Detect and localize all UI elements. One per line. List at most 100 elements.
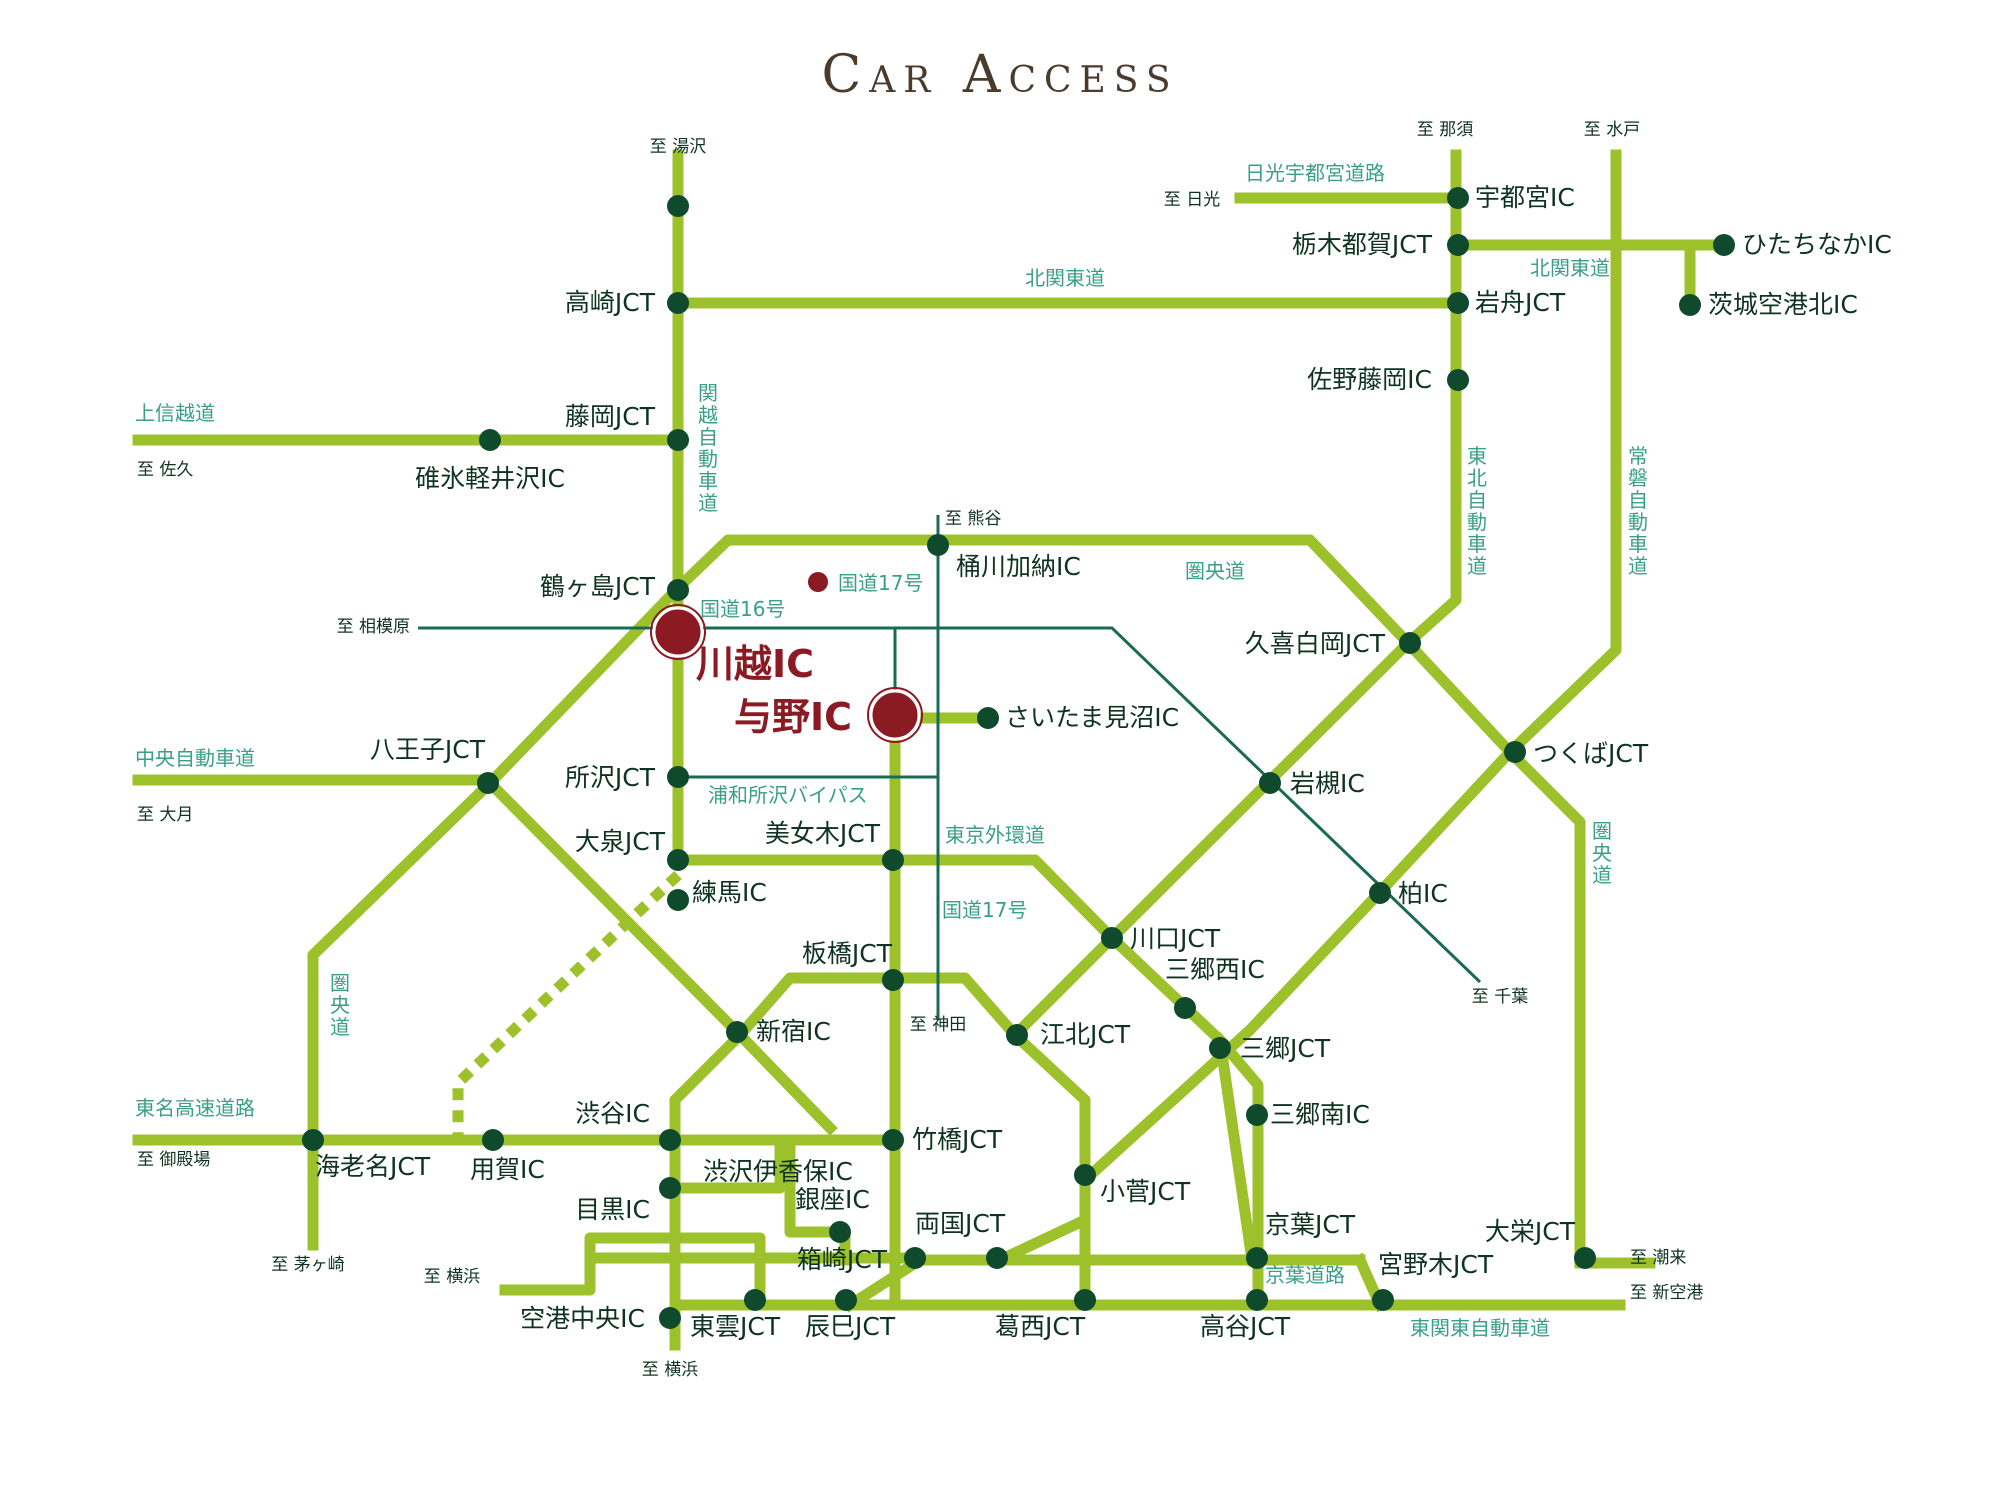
label-shibusawa: 渋沢伊香保IC <box>703 1157 853 1186</box>
node-kuko-chuo[interactable] <box>659 1307 681 1329</box>
road-label-tomei: 東名高速道路 <box>135 1096 255 1120</box>
node-bijogi[interactable] <box>882 849 904 871</box>
node-itabashi[interactable] <box>882 969 904 991</box>
road-c2-loop <box>732 972 1091 1306</box>
node-okegawa[interactable] <box>927 534 949 556</box>
dest-chiba: 至 千葉 <box>1472 987 1528 1007</box>
road-label-kitakanto-w: 北関東道 <box>1025 266 1105 290</box>
route16-line <box>418 626 1482 984</box>
road-tatsumi <box>842 1174 1091 1313</box>
node-iwatsuki[interactable] <box>1259 772 1281 794</box>
node-kasai[interactable] <box>1074 1289 1096 1311</box>
node-meguro[interactable] <box>659 1177 681 1199</box>
node-hitachinaka[interactable] <box>1713 234 1735 256</box>
node-tatsumi[interactable] <box>835 1289 857 1311</box>
node-keiyo[interactable] <box>1246 1247 1268 1269</box>
label-tokorozawa: 所沢JCT <box>565 763 656 792</box>
label-tsukuba: つくばJCT <box>1533 739 1649 768</box>
road-label-kitakanto-e: 北関東道 <box>1530 256 1610 280</box>
node-kawaguchi[interactable] <box>1101 927 1123 949</box>
label-kohoku: 江北JCT <box>1040 1020 1131 1049</box>
label-usui: 碓氷軽井沢IC <box>415 464 565 493</box>
label-kuko-chuo: 空港中央IC <box>520 1304 645 1333</box>
node-hachioji[interactable] <box>477 772 499 794</box>
highlight-kawagoe-label: 川越IC <box>696 642 814 686</box>
node-saitama-minuma[interactable] <box>977 707 999 729</box>
node-tsurugashima[interactable] <box>667 579 689 601</box>
destination-labels: 至 湯沢 至 那須 至 水戸 至 日光 至 佐久 至 熊谷 至 相模原 至 大月… <box>137 120 1703 1380</box>
node-utsunomiya[interactable] <box>1447 187 1469 209</box>
label-misato-nishi: 三郷西IC <box>1165 955 1265 984</box>
road-label-kenodo-e: 圏央道 <box>1592 819 1612 887</box>
node-kuki-shiraoka[interactable] <box>1399 632 1421 654</box>
node-fujioka[interactable] <box>667 429 689 451</box>
highlight-yono-marker[interactable] <box>869 689 921 741</box>
label-okegawa: 桶川加納IC <box>956 552 1081 581</box>
nodes <box>302 187 1735 1329</box>
page-title: Car Access <box>821 45 1178 105</box>
node-sano-fujioka[interactable] <box>1447 369 1469 391</box>
road-labels: 北関東道 北関東道 上信越道 中央自動車道 東名高速道路 日光宇都宮道路 圏央道… <box>135 161 1610 1340</box>
node-ginza-hakozaki[interactable] <box>829 1221 851 1243</box>
node-shinjuku[interactable] <box>726 1021 748 1043</box>
road-label-joshinetsu: 上信越道 <box>135 401 215 425</box>
node-ibaraki-airport[interactable] <box>1679 294 1701 316</box>
node-kohoku[interactable] <box>1006 1024 1028 1046</box>
label-meguro: 目黒IC <box>575 1195 650 1224</box>
node-ebina[interactable] <box>302 1129 324 1151</box>
node-misato-minami[interactable] <box>1246 1104 1268 1126</box>
node-kosuge[interactable] <box>1074 1164 1096 1186</box>
label-kosuge: 小菅JCT <box>1100 1177 1191 1206</box>
road-inner-1 <box>669 1134 786 1194</box>
dest-yokohama-w: 至 横浜 <box>424 1267 480 1287</box>
node-kashiwa[interactable] <box>1369 882 1391 904</box>
node-tochigi-tsuga[interactable] <box>1447 234 1469 256</box>
road-label-higashikanto: 東関東自動車道 <box>1410 1316 1550 1340</box>
label-hachioji: 八王子JCT <box>370 735 486 764</box>
label-tochigi-tsuga: 栃木都賀JCT <box>1292 230 1433 259</box>
label-iwafune: 岩舟JCT <box>1475 288 1566 317</box>
dest-gotemba: 至 御殿場 <box>137 1150 210 1170</box>
road-label-joban: 常磐自動車道 <box>1628 444 1648 578</box>
node-iwafune[interactable] <box>1447 292 1469 314</box>
road-misato <box>1212 1032 1264 1311</box>
node-nerima[interactable] <box>667 889 689 911</box>
dest-yokohama-s: 至 横浜 <box>642 1360 698 1380</box>
node-takebashi[interactable] <box>882 1129 904 1151</box>
node-tokorozawa[interactable] <box>667 766 689 788</box>
node-misato-nishi[interactable] <box>1174 997 1196 1019</box>
node-ryogoku-e[interactable] <box>986 1247 1008 1269</box>
label-bijogi: 美女木JCT <box>765 819 881 848</box>
node-oei[interactable] <box>1574 1247 1596 1269</box>
node-yuzawa[interactable] <box>667 195 689 217</box>
node-yoga[interactable] <box>482 1129 504 1151</box>
label-takasaki: 高崎JCT <box>565 288 656 317</box>
label-ryogoku: 両国JCT <box>915 1209 1006 1238</box>
label-keiyo: 京葉JCT <box>1265 1210 1356 1239</box>
node-tsukuba[interactable] <box>1504 741 1526 763</box>
road-label-r17-legend: 国道17号 <box>838 571 923 595</box>
label-kuki-shiraoka: 久喜白岡JCT <box>1245 629 1386 658</box>
node-misato[interactable] <box>1209 1037 1231 1059</box>
node-usui[interactable] <box>479 429 501 451</box>
label-misato-minami: 三郷南IC <box>1270 1100 1370 1129</box>
road-tohoku <box>1400 149 1462 651</box>
node-r17-legend <box>808 572 828 592</box>
label-shinonome: 東雲JCT <box>690 1312 781 1341</box>
node-ryogoku-w[interactable] <box>904 1247 926 1269</box>
node-oizumi[interactable] <box>667 849 689 871</box>
highlight-kawagoe-marker[interactable] <box>652 606 704 658</box>
node-takasaki[interactable] <box>667 292 689 314</box>
dest-otsuki: 至 大月 <box>137 805 193 825</box>
dest-shinkuko: 至 新空港 <box>1630 1283 1703 1303</box>
node-takaya[interactable] <box>1246 1289 1268 1311</box>
road-label-r16: 国道16号 <box>700 597 785 621</box>
node-shinonome[interactable] <box>744 1289 766 1311</box>
highlight-nodes <box>650 604 923 743</box>
node-shibuya[interactable] <box>659 1129 681 1151</box>
node-miyanogi[interactable] <box>1372 1289 1394 1311</box>
label-saitama-minuma: さいたま見沼IC <box>1005 703 1179 732</box>
label-utsunomiya: 宇都宮IC <box>1475 183 1575 212</box>
dest-nikko: 至 日光 <box>1164 190 1220 210</box>
